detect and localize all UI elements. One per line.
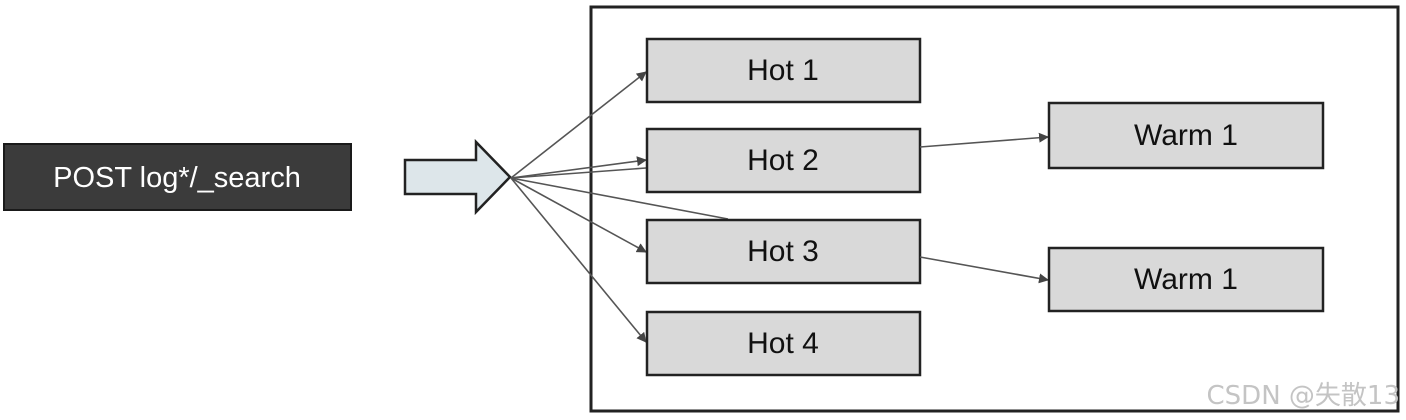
csdn-watermark: CSDN @失散13 [1206, 381, 1400, 411]
connector-to-hot-3-edge [510, 177, 729, 220]
hot-node-4-box [645, 310, 922, 377]
warm-node-b-label: Warm 1 [1134, 263, 1238, 296]
warm-node-b-box [1047, 246, 1325, 313]
migration-connectors [919, 132, 1049, 284]
hot-node-3-label: Hot 3 [747, 235, 819, 268]
connector-to-hot-4 [510, 177, 647, 343]
connector-hot-3-to-warm [919, 256, 1049, 284]
search-request-label: POST log*/_search [53, 162, 301, 194]
hot-node-1-box [645, 37, 922, 104]
hot-node-3-box [645, 218, 922, 285]
warm-node-b: Warm 1 [1047, 246, 1325, 313]
hot-node-3: Hot 3 [645, 218, 922, 285]
search-request: POST log*/_search [3, 143, 352, 211]
hot-node-2-label: Hot 2 [747, 144, 819, 177]
warm-node-a-box [1047, 101, 1325, 170]
connector-to-hot-1 [510, 71, 647, 179]
hot-node-4: Hot 4 [645, 310, 922, 377]
hot-node-1-label: Hot 1 [747, 54, 819, 87]
hot-node-2: Hot 2 [645, 127, 922, 194]
connector-hot-2-to-warm [919, 132, 1049, 148]
fanout-connectors [510, 71, 729, 343]
warm-node-a: Warm 1 [1047, 101, 1325, 170]
connector-to-hot-2-a [510, 156, 647, 179]
warm-node-a-label: Warm 1 [1134, 119, 1238, 152]
hot-node-1: Hot 1 [645, 37, 922, 104]
forward-arrow-icon [403, 138, 512, 216]
hot-node-4-label: Hot 4 [747, 327, 819, 360]
connector-to-hot-2-b [510, 167, 647, 179]
search-request-box [3, 143, 352, 211]
connector-to-hot-3 [510, 177, 647, 253]
hot-node-2-box [645, 127, 922, 194]
